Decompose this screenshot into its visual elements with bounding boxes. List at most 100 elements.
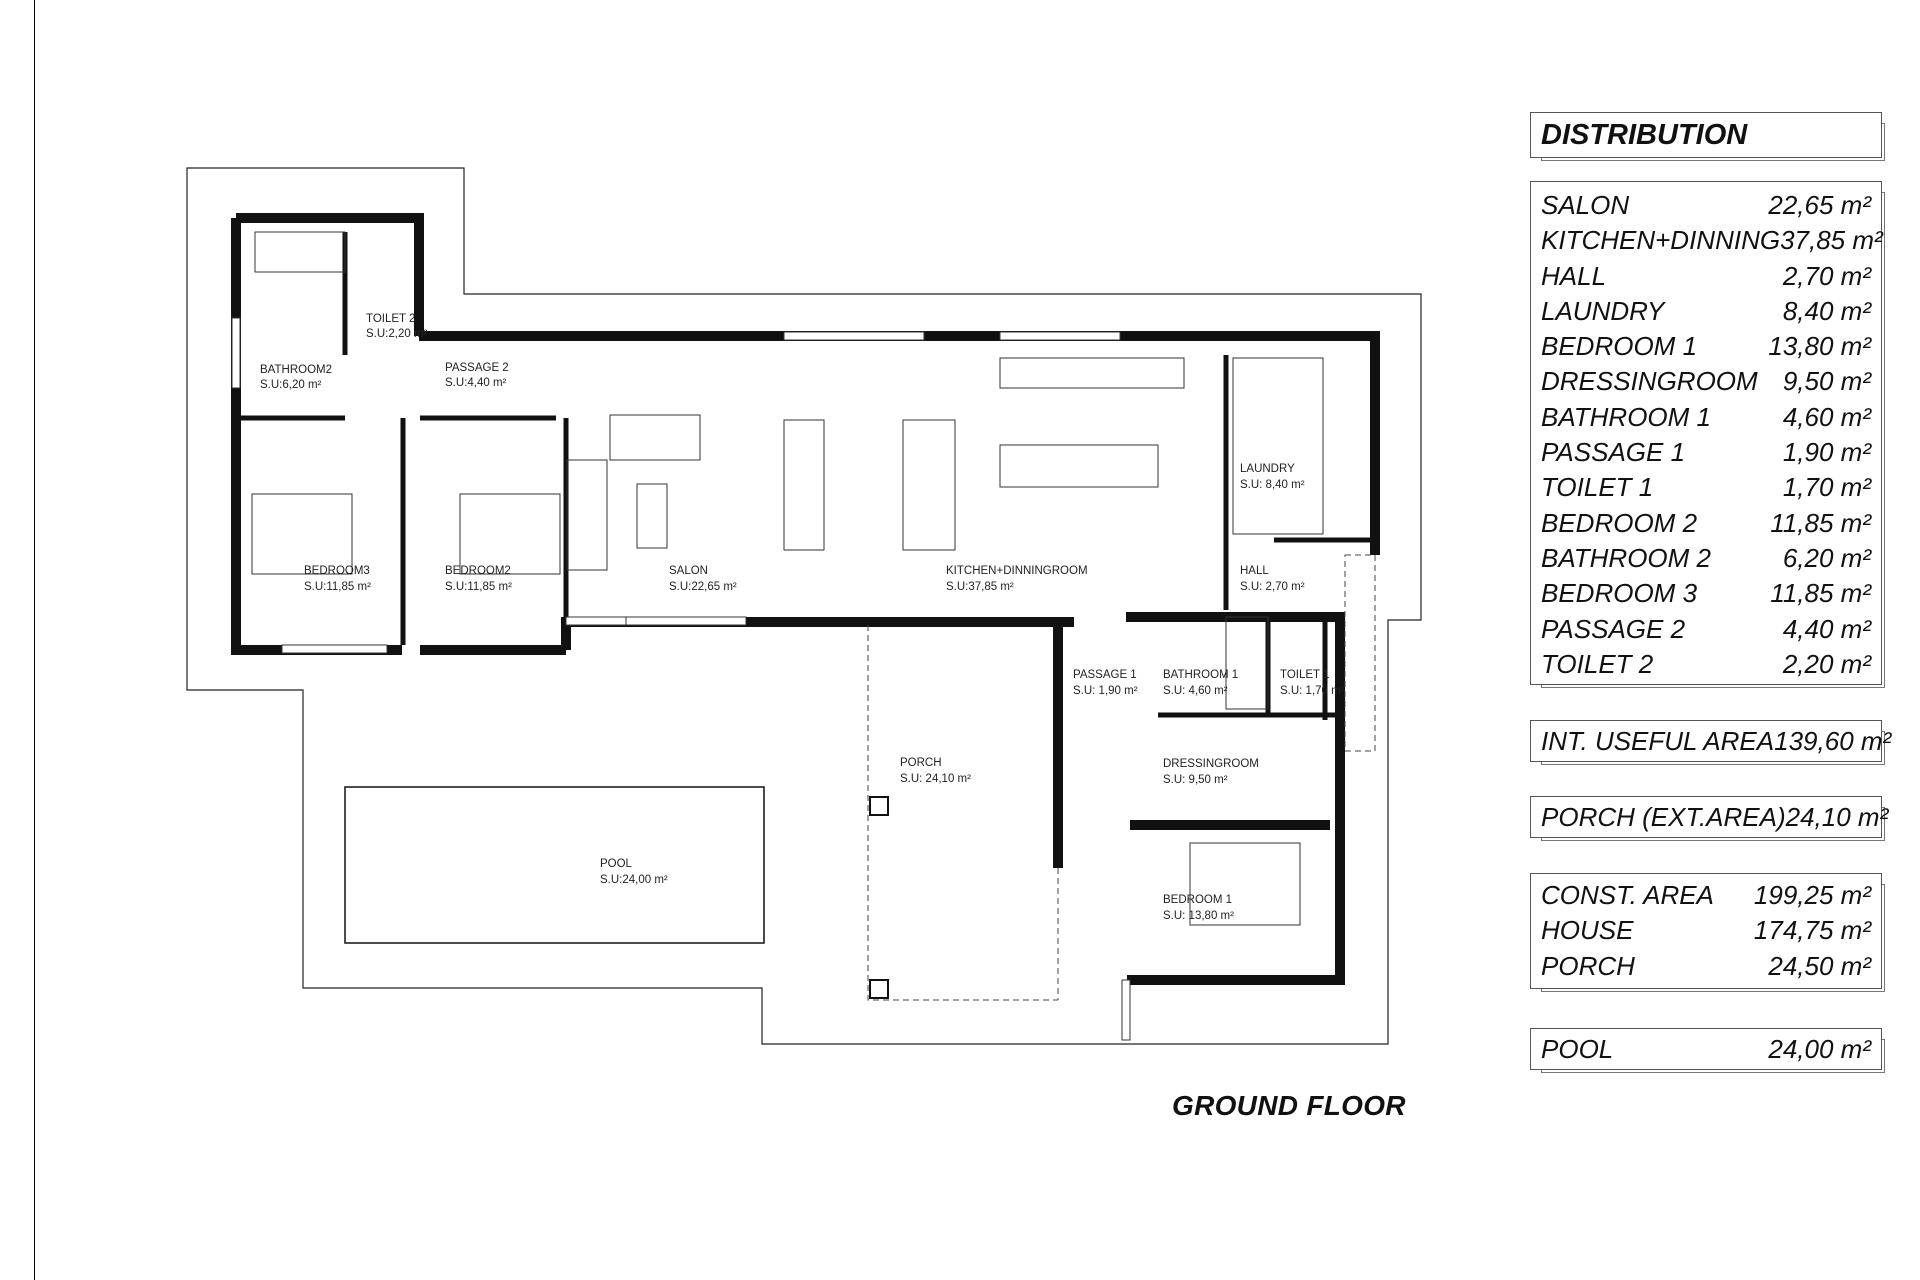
- int-useful-area-value: 139,60 m²: [1774, 726, 1892, 756]
- const-area-value: 199,25 m²: [1753, 880, 1871, 910]
- room-label: BATHROOM2: [260, 364, 332, 376]
- distribution-row: BATHROOM 1 4,60 m²: [1531, 400, 1881, 435]
- row-label: BEDROOM 3: [1541, 578, 1698, 609]
- shower-tray: [254, 231, 346, 273]
- room-area: S.U:11,85 m²: [445, 581, 512, 593]
- pool-label: POOL: [1541, 1034, 1614, 1064]
- tv-unit: [783, 419, 825, 551]
- room-labels: BATHROOM2 S.U:6,20 m² TOILET 2 S.U:2,20 …: [260, 313, 1345, 922]
- kitchen-island: [999, 444, 1159, 488]
- distribution-row: HALL 2,70 m²: [1531, 259, 1881, 294]
- floor-plan: BATHROOM2 S.U:6,20 m² TOILET 2 S.U:2,20 …: [186, 167, 1422, 1045]
- row-label: PASSAGE 2: [1541, 613, 1686, 644]
- row-value: 6,20 m²: [1782, 542, 1871, 573]
- room-label: BATHROOM 1: [1163, 669, 1238, 681]
- room-label: PASSAGE 1: [1073, 669, 1137, 681]
- sofa-back: [609, 414, 701, 461]
- laundry-counter: [1232, 357, 1324, 535]
- distribution-header: DISTRIBUTION: [1530, 112, 1882, 158]
- row-label: BATHROOM 2: [1541, 542, 1711, 573]
- interior-walls: [241, 232, 1370, 720]
- room-area: S.U: 1,90 m²: [1073, 685, 1138, 697]
- porch-column: [869, 979, 889, 999]
- plot-outline: [186, 167, 1422, 1045]
- row-label: DRESSINGROOM: [1541, 366, 1758, 397]
- room-label: BEDROOM3: [304, 565, 370, 577]
- coffee-table: [636, 483, 668, 549]
- furniture: [251, 231, 1324, 926]
- porch-outline: [867, 625, 1059, 1001]
- main-north-wall: [419, 331, 1380, 555]
- row-value: 4,40 m²: [1782, 613, 1871, 644]
- room-area: S.U: 4,60 m²: [1163, 685, 1228, 697]
- bed-bedroom1: [1189, 842, 1301, 926]
- hall-dashed-area: [1344, 554, 1376, 752]
- room-label: POOL: [600, 858, 633, 870]
- page-border: [34, 0, 35, 1280]
- row-value: 2,20 m²: [1782, 648, 1871, 679]
- room-label: TOILET 1: [1280, 669, 1329, 681]
- room-area: S.U: 1,70 m²: [1280, 685, 1345, 697]
- shower-tray: [1225, 616, 1269, 710]
- room-area: S.U:6,20 m²: [260, 379, 322, 391]
- distribution-row: DRESSINGROOM 9,50 m²: [1531, 364, 1881, 399]
- row-value: 13,80 m²: [1768, 331, 1871, 362]
- bed-bedroom3: [251, 493, 353, 575]
- pool-shape: [344, 786, 765, 944]
- int-useful-area-label: INT. USEFUL AREA: [1541, 726, 1775, 756]
- row-value: 2,70 m²: [1782, 260, 1871, 291]
- row-label: PASSAGE 1: [1541, 437, 1686, 468]
- room-area: S.U: 2,70 m²: [1240, 581, 1305, 593]
- distribution-row: BEDROOM 3 11,85 m²: [1531, 576, 1881, 611]
- distribution-title: DISTRIBUTION: [1541, 119, 1748, 151]
- distribution-row: BEDROOM 1 13,80 m²: [1531, 329, 1881, 364]
- row-value: 11,85 m²: [1770, 578, 1871, 609]
- room-area: S.U:11,85 m²: [304, 581, 371, 593]
- room-area: S.U: 8,40 m²: [1240, 479, 1305, 491]
- row-value: 1,70 m²: [1782, 472, 1871, 503]
- room-area: S.U:4,40 m²: [445, 377, 507, 389]
- room-area: S.U:2,20 m²: [366, 328, 428, 340]
- room-label: SALON: [669, 565, 708, 577]
- const-area-label: CONST. AREA: [1541, 880, 1714, 910]
- room-area: S.U:22,65 m²: [669, 581, 737, 593]
- room-area: S.U: 24,10 m²: [900, 773, 971, 785]
- house-label: HOUSE: [1541, 915, 1634, 946]
- windows: [231, 317, 1131, 1041]
- row-label: HALL: [1541, 260, 1607, 291]
- kitchen-counter: [999, 357, 1185, 389]
- porch-value: 24,50 m²: [1768, 950, 1871, 981]
- row-label: BATHROOM 1: [1541, 401, 1711, 432]
- porch-label: PORCH: [1541, 950, 1635, 981]
- porch-area-box: PORCH (EXT.AREA)24,10 m²: [1530, 796, 1888, 838]
- row-label: BEDROOM 1: [1541, 331, 1698, 362]
- room-label: PASSAGE 2: [445, 362, 509, 374]
- room-area: S.U: 9,50 m²: [1163, 774, 1228, 786]
- room-area: S.U:24,00 m²: [600, 874, 668, 886]
- room-label: PORCH: [900, 757, 942, 769]
- room-area: S.U: 13,80 m²: [1163, 910, 1234, 922]
- row-value: 9,50 m²: [1782, 366, 1871, 397]
- row-label: KITCHEN+DINNING: [1541, 225, 1781, 256]
- row-label: LAUNDRY: [1541, 295, 1665, 326]
- dining-table: [902, 419, 956, 551]
- salon-south: [561, 617, 1074, 650]
- distribution-row: PASSAGE 2 4,40 m²: [1531, 612, 1881, 647]
- room-label: BEDROOM2: [445, 565, 511, 577]
- plan-title: GROUND FLOOR: [1172, 1090, 1406, 1121]
- distribution-row: BATHROOM 2 6,20 m²: [1531, 541, 1881, 576]
- room-label: HALL: [1240, 565, 1269, 577]
- row-label: SALON: [1541, 190, 1630, 220]
- row-label: TOILET 2: [1541, 648, 1654, 679]
- row-value: 8,40 m²: [1782, 295, 1871, 326]
- room-label: LAUNDRY: [1240, 463, 1295, 475]
- row-value: 4,60 m²: [1782, 401, 1871, 432]
